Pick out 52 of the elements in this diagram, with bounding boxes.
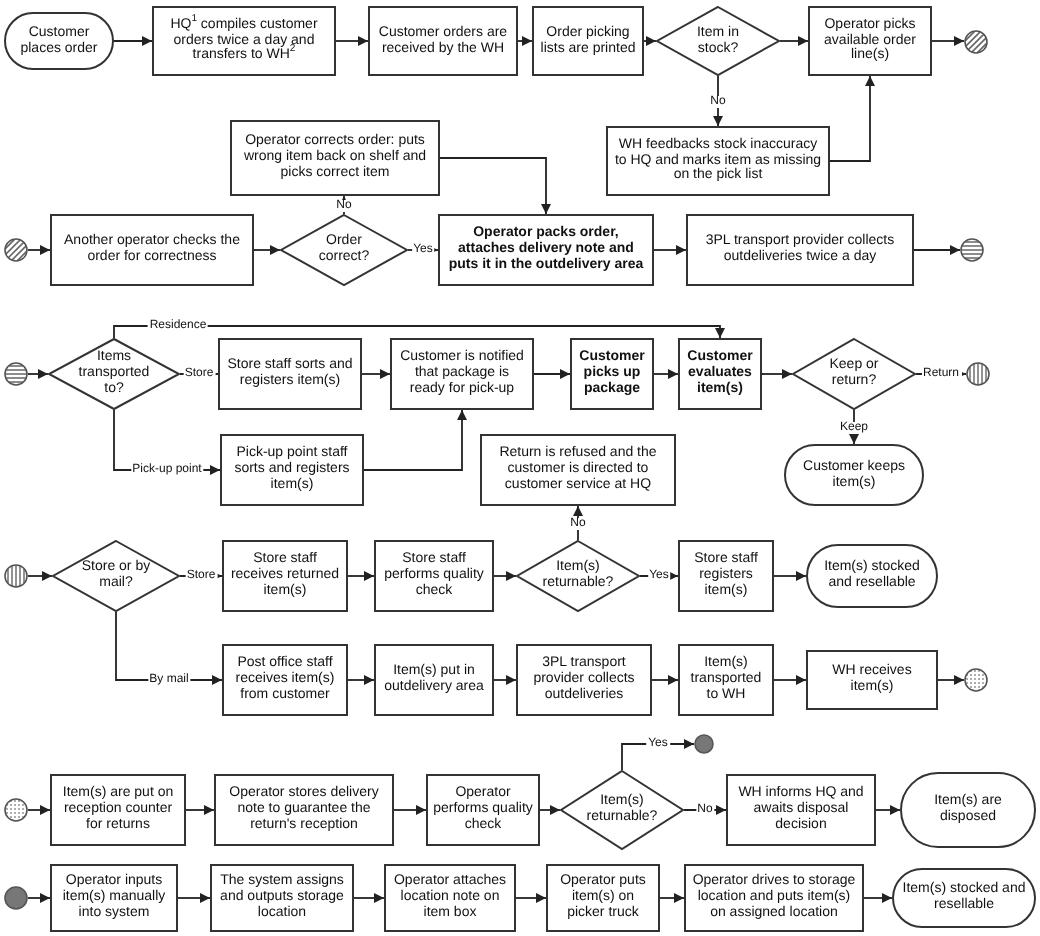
connector-circle bbox=[964, 668, 988, 692]
arrow bbox=[937, 675, 965, 685]
arrow bbox=[653, 369, 679, 379]
arrow bbox=[913, 245, 961, 255]
connector-circle bbox=[4, 886, 28, 910]
arrow bbox=[27, 805, 51, 815]
arrow bbox=[393, 805, 427, 815]
arrow bbox=[713, 75, 723, 127]
arrow bbox=[253, 245, 281, 255]
arrow bbox=[539, 805, 561, 815]
arrow bbox=[931, 36, 965, 46]
arrow bbox=[439, 157, 551, 215]
arrow bbox=[363, 409, 467, 471]
arrow bbox=[779, 36, 809, 46]
arrow bbox=[653, 245, 687, 255]
arrow bbox=[643, 36, 657, 46]
connector-circle bbox=[960, 238, 984, 262]
arrow bbox=[773, 571, 807, 581]
connector-circle bbox=[694, 734, 714, 754]
arrow bbox=[113, 36, 153, 46]
arrow bbox=[493, 675, 517, 685]
arrow bbox=[353, 893, 385, 903]
arrow bbox=[27, 245, 51, 255]
arrow bbox=[849, 409, 859, 445]
arrow bbox=[27, 369, 49, 379]
connector-circle bbox=[4, 362, 28, 386]
arrow bbox=[27, 571, 53, 581]
arrow bbox=[863, 893, 893, 903]
arrow bbox=[829, 75, 875, 162]
connector-circle bbox=[966, 362, 990, 386]
connector-circle bbox=[4, 798, 28, 822]
arrow bbox=[27, 893, 51, 903]
arrow bbox=[185, 805, 215, 815]
arrow bbox=[335, 36, 369, 46]
arrow bbox=[621, 739, 695, 771]
arrow bbox=[659, 893, 685, 903]
arrow bbox=[177, 893, 211, 903]
arrow bbox=[113, 325, 725, 339]
arrow bbox=[773, 675, 807, 685]
connector-circle bbox=[4, 564, 28, 588]
arrow bbox=[515, 893, 547, 903]
arrow bbox=[347, 675, 375, 685]
connector-circle bbox=[964, 29, 988, 53]
arrow bbox=[761, 369, 793, 379]
arrow bbox=[347, 571, 375, 581]
arrow bbox=[573, 505, 583, 541]
arrow bbox=[533, 369, 571, 379]
arrow bbox=[875, 805, 901, 815]
arrow bbox=[651, 675, 679, 685]
arrow bbox=[361, 369, 391, 379]
arrow bbox=[517, 36, 533, 46]
arrow bbox=[493, 571, 517, 581]
